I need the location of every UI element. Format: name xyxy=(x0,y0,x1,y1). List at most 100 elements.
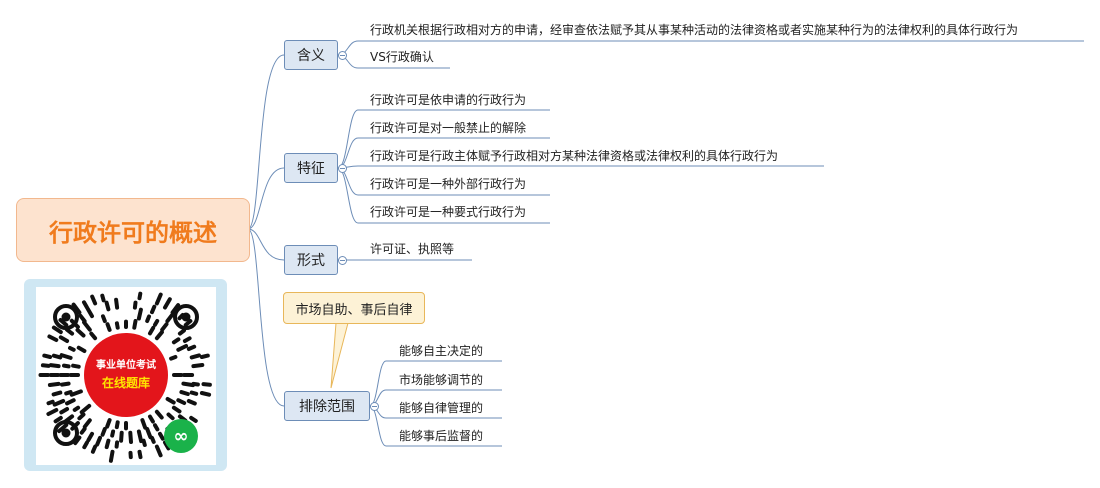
qr-dash xyxy=(140,418,148,430)
branch-meaning-label: 含义 xyxy=(297,48,325,64)
qr-finder-ring xyxy=(53,420,79,446)
qr-dash xyxy=(171,405,182,414)
collapse-features-icon[interactable] xyxy=(338,164,347,173)
qr-dash xyxy=(141,438,147,447)
root-title: 行政许可的概述 xyxy=(49,218,217,247)
qr-dash xyxy=(60,381,71,387)
qr-dash xyxy=(72,405,81,412)
qr-finder-dot xyxy=(181,312,191,322)
qr-dash xyxy=(90,294,98,306)
qr-dash xyxy=(148,414,155,424)
qr-dash xyxy=(51,390,63,397)
callout-text: 市场自助、事后自律 xyxy=(295,302,413,318)
qr-dash xyxy=(128,430,133,444)
qr-dash xyxy=(166,412,175,421)
qr-dash xyxy=(158,431,165,441)
leaf-exclusion-2: 市场能够调节的 xyxy=(399,373,484,387)
qr-dash xyxy=(137,449,143,460)
qr-dash xyxy=(189,415,198,423)
qr-dash xyxy=(73,435,82,446)
qr-dash xyxy=(90,444,98,454)
qr-dash xyxy=(51,353,63,360)
qr-dash xyxy=(101,314,107,323)
branch-features[interactable]: 特征 xyxy=(284,153,338,183)
qr-dash xyxy=(177,328,186,336)
qr-dash xyxy=(104,438,111,450)
collapse-form-icon[interactable] xyxy=(338,256,347,265)
leaf-feature-2: 行政许可是对一般禁止的解除 xyxy=(370,121,527,135)
qr-dash xyxy=(186,344,197,351)
qr-dash xyxy=(154,409,164,420)
qr-dash xyxy=(71,302,82,315)
leaf-meaning-vs: VS行政确认 xyxy=(370,50,434,64)
qr-dash xyxy=(163,297,172,310)
qr-dash xyxy=(114,297,120,310)
qr-dash xyxy=(179,390,190,396)
qr-dash xyxy=(40,363,51,368)
wechat-miniprogram-icon: ∞ xyxy=(164,419,198,453)
qr-dash xyxy=(132,319,138,330)
qr-dash xyxy=(153,423,160,432)
qr-dash xyxy=(191,363,205,369)
qr-dash xyxy=(201,382,212,387)
qr-dash xyxy=(105,322,112,332)
collapse-exclusion-icon[interactable] xyxy=(370,402,379,411)
qr-dash xyxy=(64,390,73,396)
qr-dash xyxy=(148,325,156,336)
qr-dash xyxy=(119,430,124,443)
qr-dash xyxy=(46,399,55,406)
qr-dash xyxy=(176,398,187,405)
leaf-form-1: 许可证、执照等 xyxy=(370,242,455,256)
qr-dash xyxy=(59,353,73,360)
qr-dash xyxy=(79,426,87,435)
leaf-feature-4: 行政许可是一种外部行政行为 xyxy=(370,177,527,191)
root-node[interactable]: 行政许可的概述 xyxy=(16,198,250,262)
qr-code-image: 事业单位考试 在线题库 ∞ xyxy=(36,287,216,465)
qr-dash xyxy=(82,300,89,310)
qr-finder-ring xyxy=(53,304,79,330)
leaf-feature-3: 行政许可是行政主体赋予行政相对方某种法律资格或法律权利的具体行政行为 xyxy=(370,149,779,163)
branch-form[interactable]: 形式 xyxy=(284,245,338,275)
qr-dash xyxy=(186,399,197,406)
qr-dash xyxy=(114,440,120,449)
qr-dash xyxy=(42,353,53,359)
branch-exclusion[interactable]: 排除范围 xyxy=(284,391,370,421)
qr-code-panel: 事业单位考试 在线题库 ∞ xyxy=(24,279,227,471)
branch-exclusion-label: 排除范围 xyxy=(299,399,355,415)
qr-dash xyxy=(150,304,157,315)
qr-dash xyxy=(104,300,111,312)
qr-dash xyxy=(189,353,201,360)
qr-dash xyxy=(77,412,86,421)
qr-dash xyxy=(100,427,107,437)
qr-dash xyxy=(78,313,87,324)
qr-dash xyxy=(52,399,66,407)
leaf-exclusion-4: 能够事后监督的 xyxy=(399,429,484,443)
qr-dash xyxy=(105,418,112,429)
collapse-meaning-icon[interactable] xyxy=(338,51,347,60)
qr-dash xyxy=(114,321,120,330)
qr-dash xyxy=(165,313,174,324)
qr-dash xyxy=(132,300,138,310)
qr-dash xyxy=(108,449,115,463)
qr-dash xyxy=(85,306,94,319)
qr-dash xyxy=(165,397,176,405)
qr-dash xyxy=(176,344,189,352)
qr-dash xyxy=(76,345,87,353)
qr-dash xyxy=(169,355,178,361)
qr-dash xyxy=(47,334,59,342)
qr-dash xyxy=(183,319,193,327)
qr-dash xyxy=(154,444,163,458)
callout-note[interactable]: 市场自助、事后自律 xyxy=(283,292,425,324)
qr-dash xyxy=(114,420,120,430)
qr-dash xyxy=(154,330,164,341)
qr-finder-dot xyxy=(61,312,71,322)
qr-finder-ring xyxy=(173,304,199,330)
qr-dash xyxy=(82,418,92,429)
qr-center-badge: 事业单位考试 在线题库 xyxy=(84,333,168,417)
qr-badge-line1: 事业单位考试 xyxy=(96,360,156,371)
qr-dash xyxy=(145,427,153,439)
qr-dash xyxy=(170,303,181,315)
branch-meaning[interactable]: 含义 xyxy=(284,40,338,70)
qr-dash xyxy=(181,381,195,388)
qr-dash xyxy=(189,390,199,396)
